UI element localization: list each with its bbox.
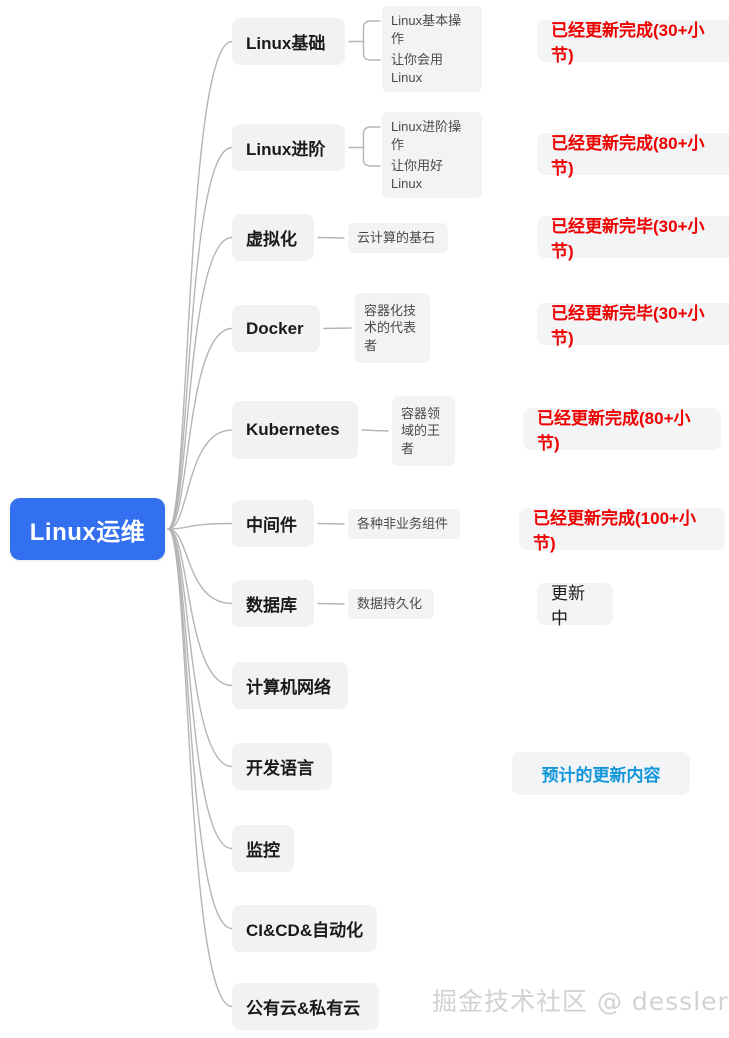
branch-node-label: 监控 (246, 841, 280, 860)
branch-node-label: Kubernetes (246, 420, 340, 439)
leaf-node-label: Linux进阶操作 (391, 119, 462, 152)
branch-node-10[interactable]: 监控 (232, 825, 294, 872)
branch-node-label: CI&CD&自动化 (246, 921, 364, 940)
branch-node-label: Linux进阶 (246, 140, 326, 159)
leaf-node-7-1[interactable]: 数据持久化 (348, 589, 434, 619)
leaf-node-3-1[interactable]: 云计算的基石 (348, 223, 448, 253)
leaf-node-label: Linux基本操作 (391, 13, 462, 46)
status-badge-label: 已经更新完成(80+小节) (551, 134, 705, 178)
leaf-node-label: 数据持久化 (357, 596, 423, 612)
leaf-node-label: 容器领域的王者 (401, 405, 441, 456)
branch-node-label: Docker (246, 318, 304, 338)
leaf-node-1-2[interactable]: 让你会用Linux (382, 45, 482, 93)
branch-node-8[interactable]: 计算机网络 (232, 662, 348, 709)
root-node-linux-ops[interactable]: Linux运维 (10, 498, 165, 560)
status-badge-2: 已经更新完成(80+小节) (537, 133, 729, 178)
branch-node-label: 数据库 (246, 596, 297, 615)
leaf-node-label: 让你会用Linux (391, 52, 444, 85)
leaf-node-5-1[interactable]: 容器领域的王者 (392, 396, 455, 466)
status-badge-label: 已经更新完成(30+小节) (551, 21, 705, 65)
branch-node-label: 公有云&私有云 (246, 999, 361, 1018)
leaf-node-label: 各种非业务组件 (357, 516, 449, 532)
status-badge-3: 已经更新完毕(30+小节) (537, 216, 729, 261)
root-node-label: Linux运维 (29, 518, 146, 546)
branch-node-12[interactable]: 公有云&私有云 (232, 983, 379, 1030)
status-badge-label: 已经更新完成(80+小节) (537, 409, 691, 453)
status-badge-9: 预计的更新内容 (512, 752, 690, 795)
branch-node-6[interactable]: 中间件 (232, 500, 314, 547)
branch-node-9[interactable]: 开发语言 (232, 743, 332, 790)
watermark: 掘金技术社区 @ dessler (432, 987, 729, 1016)
branch-node-label: 中间件 (246, 516, 297, 535)
branch-node-label: 虚拟化 (246, 230, 297, 249)
leaf-node-label: 让你用好Linux (391, 158, 444, 191)
status-badge-7: 更新中 (537, 583, 613, 628)
status-badge-label: 预计的更新内容 (541, 766, 661, 785)
leaf-node-2-2[interactable]: 让你用好Linux (382, 151, 482, 199)
branch-node-11[interactable]: CI&CD&自动化 (232, 905, 378, 952)
branch-node-5[interactable]: Kubernetes (232, 401, 358, 459)
status-badge-label: 已经更新完毕(30+小节) (551, 217, 705, 261)
leaf-node-6-1[interactable]: 各种非业务组件 (348, 509, 460, 539)
status-badge-4: 已经更新完毕(30+小节) (537, 303, 729, 348)
branch-node-2[interactable]: Linux进阶 (232, 124, 345, 171)
branch-node-1[interactable]: Linux基础 (232, 18, 345, 65)
status-badge-label: 已经更新完成(100+小节) (533, 509, 696, 553)
branch-node-4[interactable]: Docker (232, 305, 320, 352)
status-badge-label: 更新中 (551, 584, 585, 628)
leaf-node-4-1[interactable]: 容器化技术的代表者 (355, 293, 430, 363)
branch-node-label: 开发语言 (246, 759, 314, 778)
status-badge-6: 已经更新完成(100+小节) (519, 508, 725, 553)
leaf-node-label: 容器化技术的代表者 (364, 302, 417, 353)
branch-node-7[interactable]: 数据库 (232, 580, 314, 627)
status-badge-5: 已经更新完成(80+小节) (523, 408, 721, 453)
branch-node-label: Linux基础 (246, 34, 326, 53)
status-badge-1: 已经更新完成(30+小节) (537, 20, 729, 65)
leaf-node-label: 云计算的基石 (357, 230, 436, 246)
branch-node-label: 计算机网络 (246, 678, 331, 697)
branch-node-3[interactable]: 虚拟化 (232, 214, 314, 261)
status-badge-label: 已经更新完毕(30+小节) (551, 304, 705, 348)
